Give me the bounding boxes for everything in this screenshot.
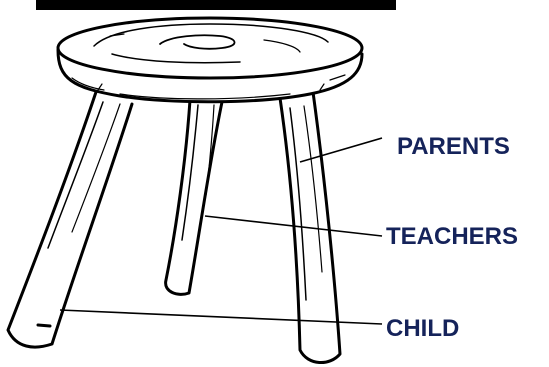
top-bar — [36, 0, 396, 10]
label-parents: PARENTS — [397, 133, 510, 160]
stool-illustration — [8, 18, 362, 363]
label-child: CHILD — [386, 315, 459, 342]
leg-left — [8, 92, 132, 347]
leg-back — [166, 100, 222, 294]
seat-top — [58, 18, 362, 78]
label-teachers: TEACHERS — [386, 223, 518, 250]
